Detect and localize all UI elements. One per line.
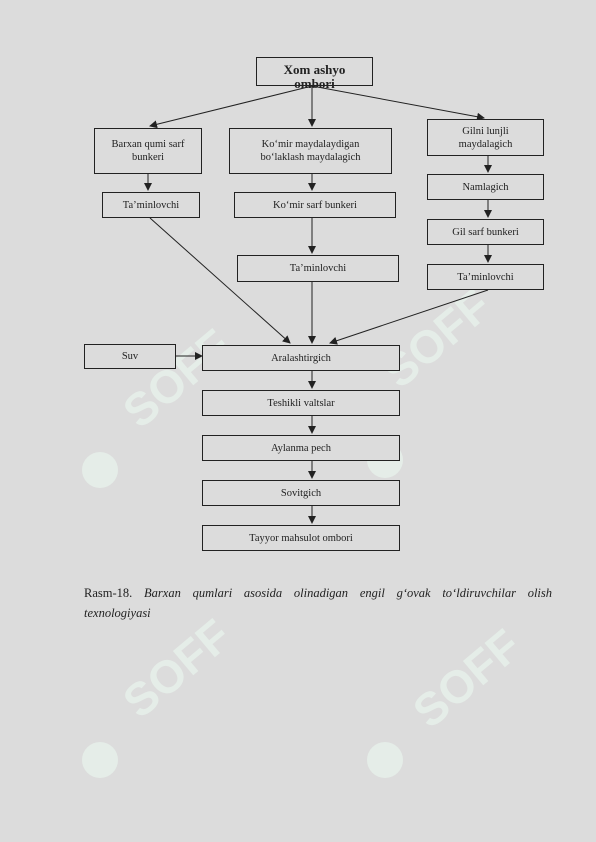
feeder-left-box: Ta’minlovchi: [102, 192, 200, 218]
clay-jaw-crusher-box: Gilni lunjli maydalagich: [427, 119, 544, 156]
barxan-sand-bunker-box: Barxan qumi sarf bunkeri: [94, 128, 202, 174]
barxan-bunker-line2: bunkeri: [131, 152, 165, 163]
raw-storage-line2: ombori: [294, 76, 335, 91]
raw-material-storage-box: Xom ashyo ombori: [256, 57, 373, 91]
coal-crusher-line1: Ko‘mir maydalaydigan: [261, 139, 360, 150]
raw-storage-line1: Xom ashyo: [283, 62, 346, 77]
figure-label: Rasm-18.: [84, 586, 133, 600]
mixer-box: Aralashtirgich: [202, 345, 400, 371]
coal-crusher-line2: bo‘laklash maydalagich: [260, 152, 361, 163]
clay-crusher-line2: maydalagich: [458, 138, 513, 150]
moistener-box: Namlagich: [427, 174, 544, 200]
cooler-box: Sovitgich: [202, 480, 400, 506]
rotary-kiln-box: Aylanma pech: [202, 435, 400, 461]
clay-crusher-line1: Gilni lunjli: [462, 125, 509, 137]
figure-caption-text: Barxan qumlari asosida olinadigan engil …: [84, 586, 553, 620]
barxan-bunker-line1: Barxan qumi sarf: [111, 139, 185, 150]
finished-product-storage-box: Tayyor mahsulot ombori: [202, 525, 400, 551]
clay-bunker-box: Gil sarf bunkeri: [427, 219, 544, 245]
feeder-middle-box: Ta’minlovchi: [237, 255, 399, 282]
perforated-rollers-box: Teshikli valtslar: [202, 390, 400, 416]
feeder-right-box: Ta’minlovchi: [427, 264, 544, 290]
coal-crusher-box: Ko‘mir maydalaydigan bo‘laklash maydalag…: [229, 128, 392, 174]
figure-caption: Rasm-18. Barxan qumlari asosida olinadig…: [84, 583, 552, 623]
coal-bunker-box: Ko‘mir sarf bunkeri: [234, 192, 396, 218]
water-box: Suv: [84, 344, 176, 369]
